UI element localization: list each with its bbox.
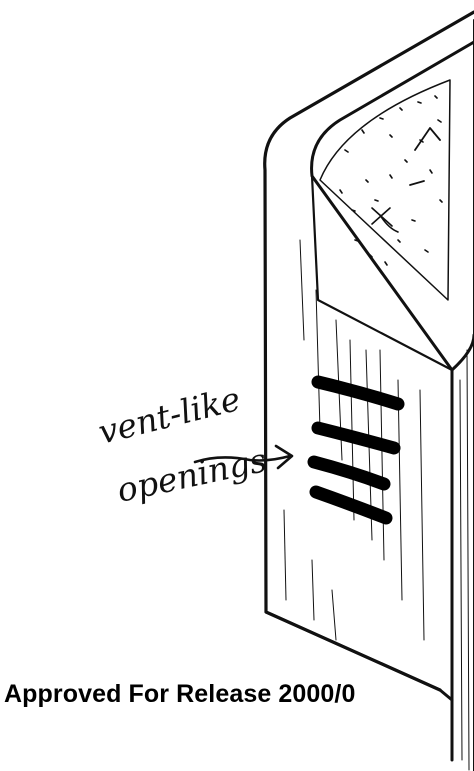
cross-mark: [372, 208, 398, 232]
vent-slot-2: [318, 428, 394, 448]
small-arrow-mark: [415, 128, 440, 150]
tick-mark: [410, 181, 424, 185]
vent-slot-1: [318, 382, 398, 404]
annotation-line-2: openings: [114, 440, 270, 510]
vent-slot-4: [316, 492, 386, 518]
release-stamp: Approved For Release 2000/0: [4, 680, 355, 709]
stippling: [340, 96, 442, 265]
shell-outline: [265, 12, 474, 690]
vent-openings: [314, 382, 398, 518]
vent-slot-3: [314, 462, 384, 484]
annotation-line-1: vent-like: [95, 379, 245, 452]
